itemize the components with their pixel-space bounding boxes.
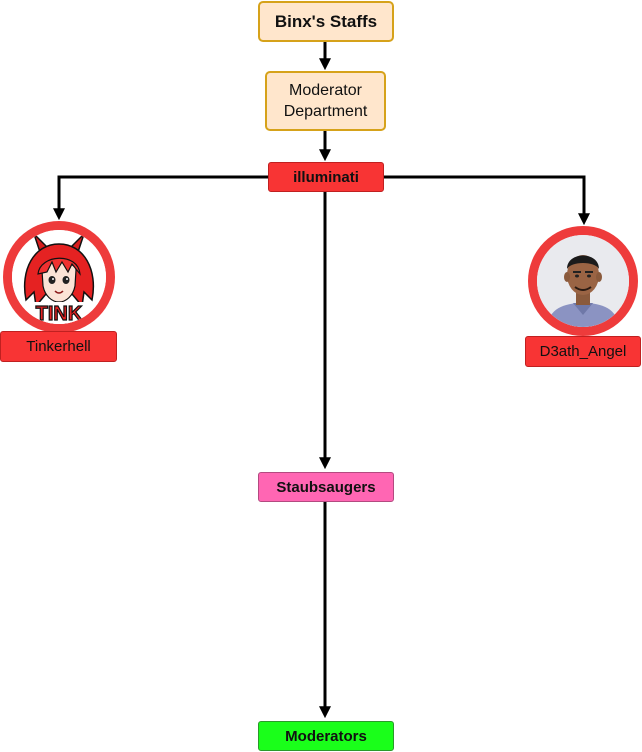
d3ath-angel-avatar[interactable] xyxy=(528,226,638,336)
arrow-illuminati-to-tinkerhell xyxy=(53,175,270,221)
group-label-moderators: Moderators xyxy=(285,727,367,745)
group-node-moderators[interactable]: Moderators xyxy=(258,721,394,751)
member-name-d3ath-angel: D3ath_Angel xyxy=(539,343,627,360)
tinkerhell-avatar[interactable]: TINK xyxy=(3,221,115,333)
member-label-tinkerhell[interactable]: Tinkerhell xyxy=(0,331,117,362)
leader-node-illuminati[interactable]: illuminati xyxy=(268,162,384,192)
group-label-staubsaugers: Staubsaugers xyxy=(276,478,376,496)
man-photo-icon xyxy=(537,235,629,327)
root-node-binx-staffs[interactable]: Binx's Staffs xyxy=(258,1,394,42)
d3ath-angel-avatar-image xyxy=(537,235,629,327)
department-label-line2: Department xyxy=(283,103,368,120)
tinkerhell-avatar-text: TINK xyxy=(36,303,83,324)
group-node-staubsaugers[interactable]: Staubsaugers xyxy=(258,472,394,502)
arrow-illuminati-to-d3ath-angel xyxy=(384,175,590,226)
leader-node-label: illuminati xyxy=(293,168,359,186)
tinkerhell-avatar-image: TINK xyxy=(12,230,106,324)
department-label-line1: Moderator xyxy=(289,82,362,99)
department-node[interactable]: Moderator Department xyxy=(265,71,386,131)
member-label-d3ath-angel[interactable]: D3ath_Angel xyxy=(525,336,641,367)
root-node-label: Binx's Staffs xyxy=(274,11,378,31)
member-name-tinkerhell: Tinkerhell xyxy=(26,338,91,355)
red-haired-devil-girl-logo-icon: TINK xyxy=(12,230,106,324)
